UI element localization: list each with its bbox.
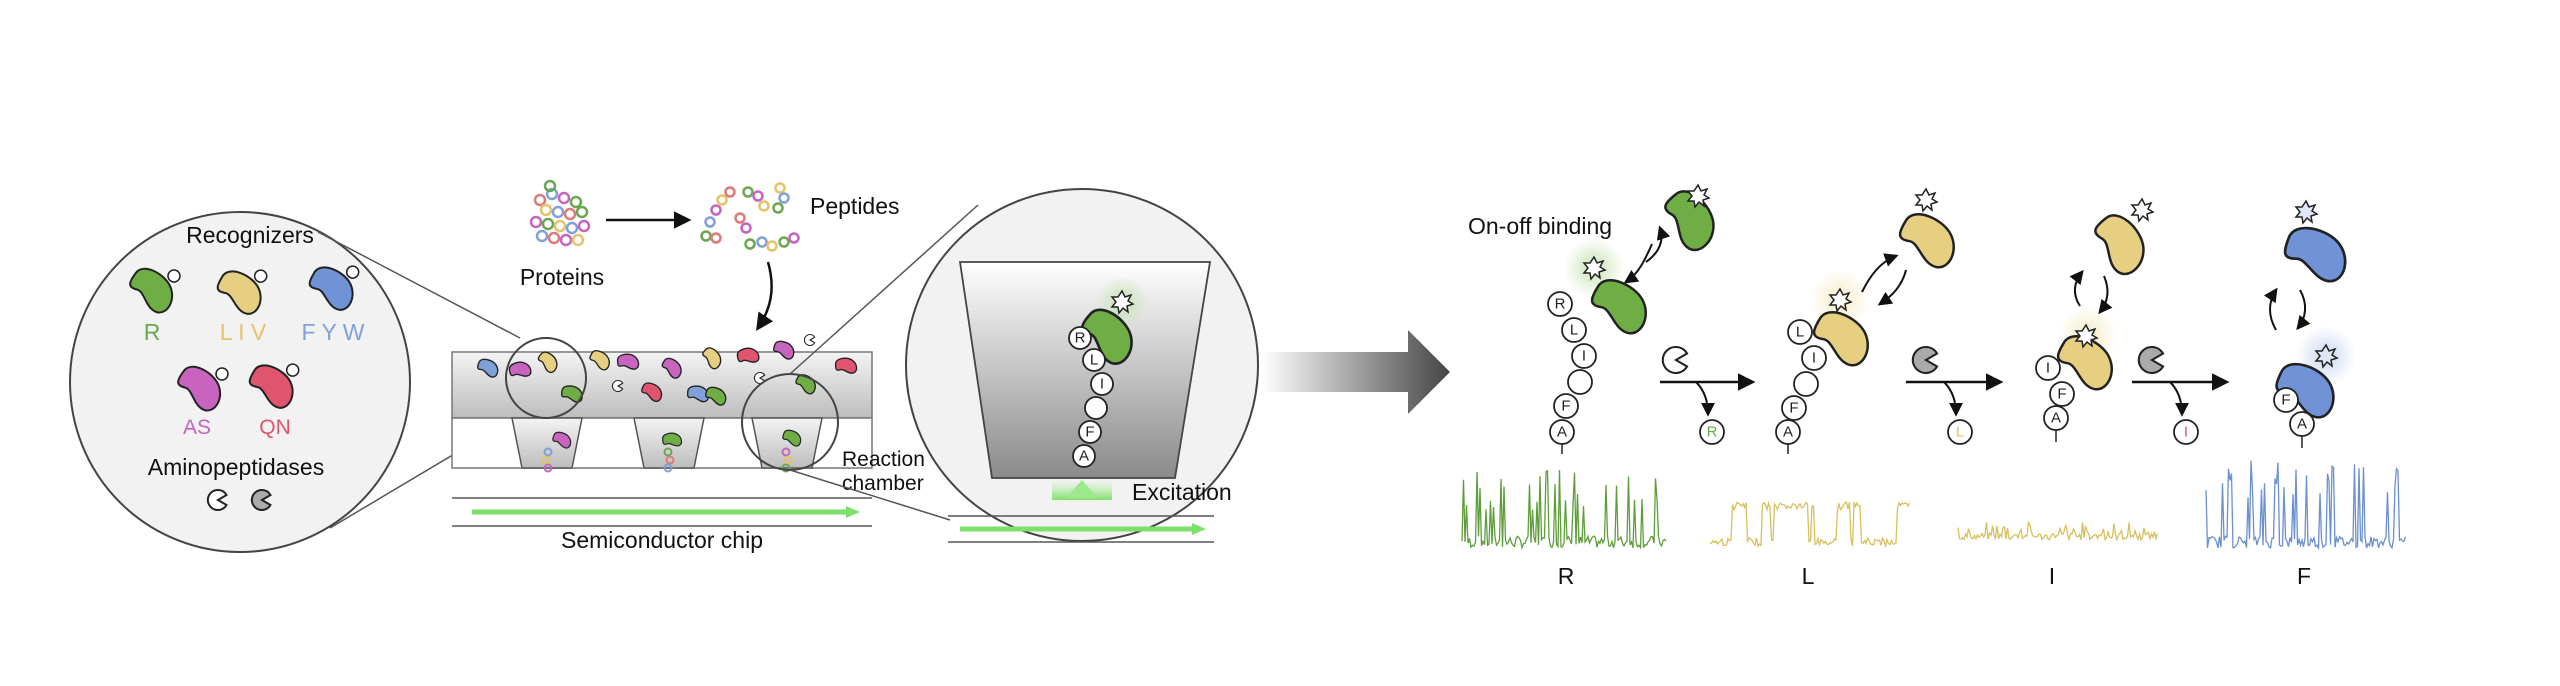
peptides-to-chip-arrow	[756, 261, 774, 331]
step-r	[1564, 182, 1728, 339]
cleavage-step-1: R	[1660, 345, 1756, 445]
peptide-chain-2: L I F A	[1775, 319, 1827, 454]
trace-label-r: R	[1558, 563, 1575, 589]
peptides-icon	[700, 182, 800, 252]
recognizer-as-icon	[170, 360, 230, 416]
cleavage-step-3: I	[2132, 345, 2230, 445]
excitation-label: Excitation	[1132, 479, 1232, 505]
peptide-chain-1: R L I F A	[1547, 291, 1597, 454]
step-l	[1805, 187, 1964, 371]
on-off-binding-label: On-off binding	[1468, 213, 1612, 239]
signal-trace-f	[2205, 460, 2407, 551]
recognizer-fyw-label: F Y W	[301, 319, 364, 345]
signal-trace-r	[1461, 469, 1667, 551]
step-i	[2049, 197, 2158, 395]
trace-label-i: I	[2049, 563, 2055, 589]
recognizer-qn-label: QN	[259, 416, 291, 439]
chamber-res-i: I	[1100, 376, 1104, 393]
big-transition-arrow	[1262, 330, 1450, 414]
recognizer-as-label: AS	[183, 416, 211, 439]
chain3-res-i: I	[2046, 360, 2050, 377]
chain2-res-f: F	[1789, 400, 1798, 417]
cleavage-step-2: L	[1906, 345, 2004, 445]
fluorophore-icon	[1110, 289, 1135, 315]
proteins-cluster-icon	[529, 179, 591, 247]
recognizers-title: Recognizers	[186, 222, 314, 248]
chain4-res-f: F	[2281, 392, 2290, 409]
zoom-lines-right	[789, 204, 979, 521]
recognizer-liv-icon	[211, 266, 269, 318]
recognizer-liv-label: L I V	[220, 319, 267, 345]
chamber-res-r: R	[1075, 330, 1086, 347]
signal-trace-l	[1709, 500, 1911, 549]
signal-trace-line	[1461, 469, 1667, 551]
aminopeptidases-label: Aminopeptidases	[148, 454, 324, 480]
recognizer-qn-icon	[243, 360, 301, 412]
semiconductor-chip	[451, 333, 873, 527]
chain4-res-a: A	[2297, 416, 2307, 433]
recognizers-panel: Recognizers R L I V F Y W AS QN Aminopep…	[69, 211, 411, 553]
cleaved-i: I	[2184, 424, 2188, 441]
trace-label-f: F	[2297, 563, 2311, 589]
proteins-label: Proteins	[520, 264, 604, 290]
semiconductor-chip-label: Semiconductor chip	[561, 527, 763, 553]
cleaved-r: R	[1707, 424, 1718, 441]
cleaved-l: L	[1956, 424, 1964, 441]
chain2-res-i: I	[1812, 350, 1816, 367]
chamber-res-a: A	[1079, 448, 1089, 465]
step-f	[2263, 199, 2356, 422]
recognizer-r-icon	[122, 262, 182, 318]
chain2-res-a: A	[1783, 424, 1793, 441]
recognizer-r-label: R	[144, 319, 161, 345]
chain1-res-f: F	[1561, 398, 1570, 415]
trace-label-l: L	[1802, 563, 1815, 589]
peptides-label: Peptides	[810, 193, 900, 219]
chamber-res-l: L	[1090, 352, 1098, 369]
recognizer-fyw-icon	[303, 262, 361, 314]
chain1-res-l: L	[1570, 322, 1578, 339]
chain1-res-r: R	[1555, 296, 1566, 313]
chain1-res-i: I	[1582, 348, 1586, 365]
chain2-res-l: L	[1796, 324, 1804, 341]
signal-trace-i	[1957, 520, 2159, 542]
peptide-chain-4: F A	[2273, 387, 2315, 448]
signal-trace-line	[2205, 460, 2407, 551]
chain3-res-f: F	[2057, 386, 2066, 403]
chain1-res-a: A	[1557, 424, 1567, 441]
peptide-chain-3: I F A	[2035, 355, 2075, 442]
chamber-res-f: F	[1085, 424, 1094, 441]
chamber-magnifier-left	[505, 337, 587, 419]
chamber-peptide-chain: R L I F A	[1068, 326, 1114, 468]
signal-trace-line	[1957, 520, 2159, 542]
reaction-chamber-zoom: R L I F A	[905, 188, 1259, 543]
signal-trace-line	[1709, 500, 1911, 549]
chain3-res-a: A	[2051, 410, 2061, 427]
